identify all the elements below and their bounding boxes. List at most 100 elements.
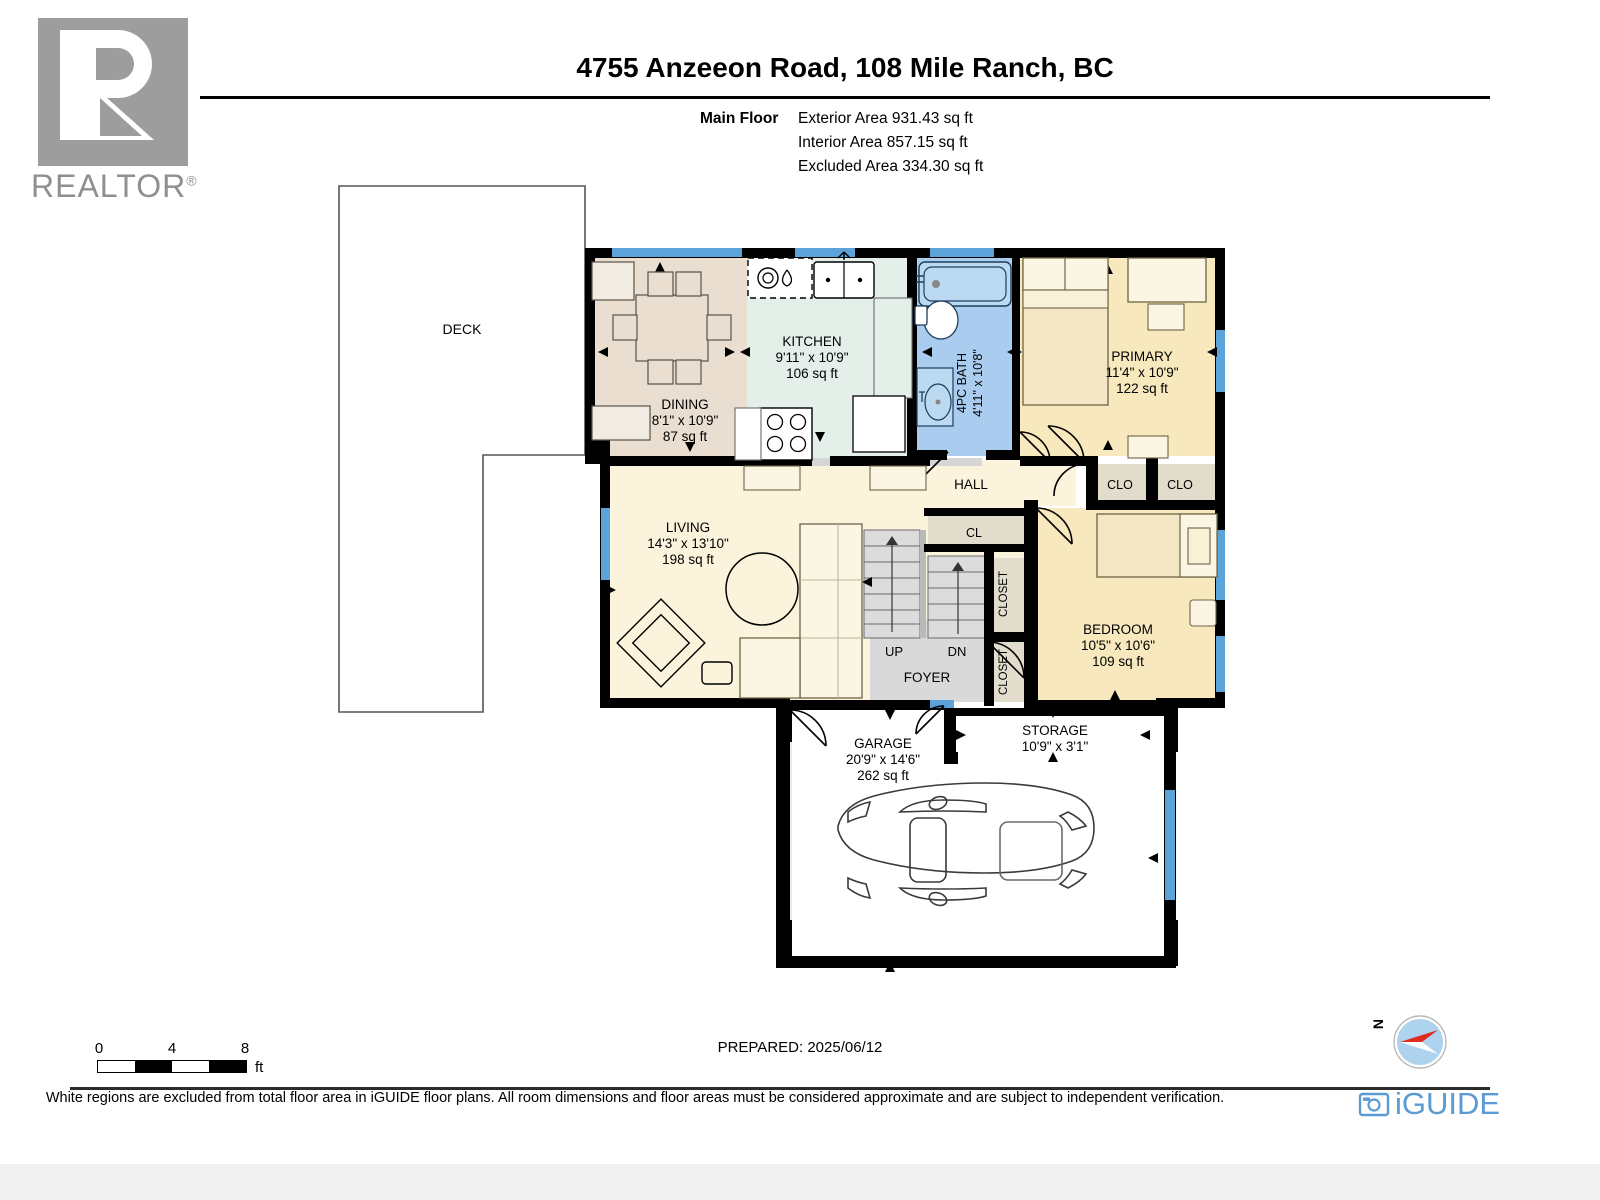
area-lines: Exterior Area 931.43 sq ft Interior Area…: [798, 107, 983, 179]
window-bedroom-right-2: [1216, 636, 1225, 692]
car-icon: [837, 782, 1095, 907]
nightstand-primary: [1127, 435, 1169, 459]
interior-area: Interior Area 857.15 sq ft: [798, 134, 968, 151]
stove: [759, 407, 813, 461]
page-title: 4755 Anzeeon Road, 108 Mile Ranch, BC: [576, 52, 1114, 83]
stair-label-up: UP: [885, 644, 903, 659]
doors: [789, 425, 1087, 747]
fridge: [852, 395, 906, 453]
console-upper-right: [869, 465, 927, 491]
armchair: [616, 598, 706, 688]
furniture-primary: [1022, 257, 1207, 459]
room-dims-garage: 20'9" x 14'6": [846, 752, 920, 767]
furniture-bedroom: [1096, 513, 1218, 627]
room-dims-bath: 4'11" x 10'8": [971, 349, 985, 417]
room-label-living: LIVING: [666, 520, 710, 535]
room-label-dining: DINING: [661, 397, 708, 412]
closet-label-closet-upper: CLOSET: [998, 571, 1010, 617]
window-garage-right: [1165, 790, 1175, 900]
room-area-dining: 87 sq ft: [663, 429, 708, 444]
iguide-camera-icon: [1358, 1092, 1390, 1117]
closet-label-closet-lower: CLOSET: [998, 649, 1010, 695]
realtor-r-mark: [38, 18, 188, 166]
realtor-word-text: REALTOR: [31, 168, 187, 204]
furniture-kitchen: [734, 251, 913, 461]
bottom-strip: [0, 1164, 1600, 1200]
room-dims-storage: 10'9" x 3'1": [1022, 739, 1089, 754]
scale-tick-2: 8: [240, 1040, 250, 1057]
room-area-kitchen: 106 sq ft: [786, 366, 838, 381]
room-label-kitchen: KITCHEN: [782, 334, 841, 349]
sink-drop-icon: [781, 269, 793, 287]
closet-fill-cl: [928, 514, 1024, 548]
door-leaves: [789, 425, 1085, 747]
closet-label-cl: CL: [966, 526, 982, 540]
compass-north-label: N: [1370, 1018, 1387, 1030]
room-dims-kitchen: 9'11" x 10'9": [775, 350, 848, 365]
title-divider: [200, 96, 1490, 99]
room-fill-garage: [778, 712, 1174, 964]
iguide-logo: iGUIDE: [1358, 1086, 1500, 1122]
disclaimer-text: White regions are excluded from total fl…: [45, 1090, 1225, 1106]
scale-tick-labels: 0 4 8: [94, 1040, 250, 1060]
scale-seg-1: [98, 1061, 135, 1072]
sofa-sectional-horizontal: [739, 637, 801, 699]
room-fill-foyer: [870, 620, 1000, 702]
scale-tick-0: 0: [94, 1040, 104, 1057]
scale-bar-segments: [97, 1060, 247, 1073]
side-table: [701, 661, 733, 685]
room-label-primary: PRIMARY: [1111, 349, 1172, 364]
scale-unit-label: ft: [255, 1059, 264, 1076]
sofa-sectional-vertical: [799, 523, 863, 699]
nightstand-bedroom: [1189, 599, 1217, 627]
closet-label-clo-right: CLO: [1167, 478, 1193, 492]
window-kitchen-top: [795, 248, 855, 257]
closet-fill-clo-right: [1158, 464, 1216, 506]
room-dims-dining: 8'1" x 10'9": [652, 413, 719, 428]
room-area-living: 198 sq ft: [662, 552, 714, 567]
room-label-foyer: FOYER: [904, 670, 951, 685]
toilet: [923, 300, 959, 340]
bathtub: [918, 261, 1012, 307]
window-bedroom-right: [1216, 530, 1225, 600]
room-area-bedroom: 109 sq ft: [1092, 654, 1144, 669]
realtor-r-glyph: [38, 18, 188, 166]
room-label-bath: 4PC BATH: [955, 353, 969, 413]
excluded-area: Excluded Area 334.30 sq ft: [798, 158, 984, 175]
realtor-logo: REALTOR®: [31, 18, 196, 208]
iguide-wordmark: iGUIDE: [1395, 1086, 1501, 1121]
footer-divider: [70, 1087, 1490, 1090]
stair-label-down: DN: [948, 644, 967, 659]
desk-chair-primary: [1147, 303, 1185, 331]
window-bath-top: [930, 248, 994, 257]
staircase: UP DN: [863, 529, 989, 659]
kitchen-counter: [873, 297, 913, 399]
furniture-bathroom: [914, 261, 1012, 427]
prepared-date: PREPARED: 2025/06/12: [717, 1039, 883, 1056]
room-dims-primary: 11'4" x 10'9": [1105, 365, 1178, 380]
room-label-garage: GARAGE: [854, 736, 912, 751]
room-area-garage: 262 sq ft: [857, 768, 909, 783]
closet-fill-clo-left: [1094, 464, 1156, 506]
room-label-deck: DECK: [443, 321, 483, 337]
scale-seg-4: [209, 1061, 246, 1072]
coffee-table-round: [725, 552, 799, 626]
closet-label-clo-left: CLO: [1107, 478, 1133, 492]
exterior-area: Exterior Area 931.43 sq ft: [798, 110, 973, 127]
compass-rose-icon: [1393, 1015, 1447, 1069]
window-foyer-door: [930, 700, 954, 708]
floor-label: Main Floor: [700, 110, 779, 127]
room-dims-living: 14'3" x 13'10": [647, 536, 729, 551]
closet-labels: CL CLO CLO CLOSET CLOSET: [966, 478, 1193, 695]
closet-fill-closet-upper: [992, 558, 1024, 634]
cooktop-burner: [757, 267, 779, 289]
realtor-registered-mark: ®: [186, 172, 198, 189]
room-labels: DINING 8'1" x 10'9" 87 sq ft KITCHEN 9'1…: [647, 334, 1179, 783]
desk-primary: [1127, 257, 1207, 303]
scale-seg-3: [172, 1061, 209, 1072]
window-living-left: [601, 508, 610, 580]
scale-seg-2: [135, 1061, 172, 1072]
furniture-dining: [591, 261, 732, 441]
